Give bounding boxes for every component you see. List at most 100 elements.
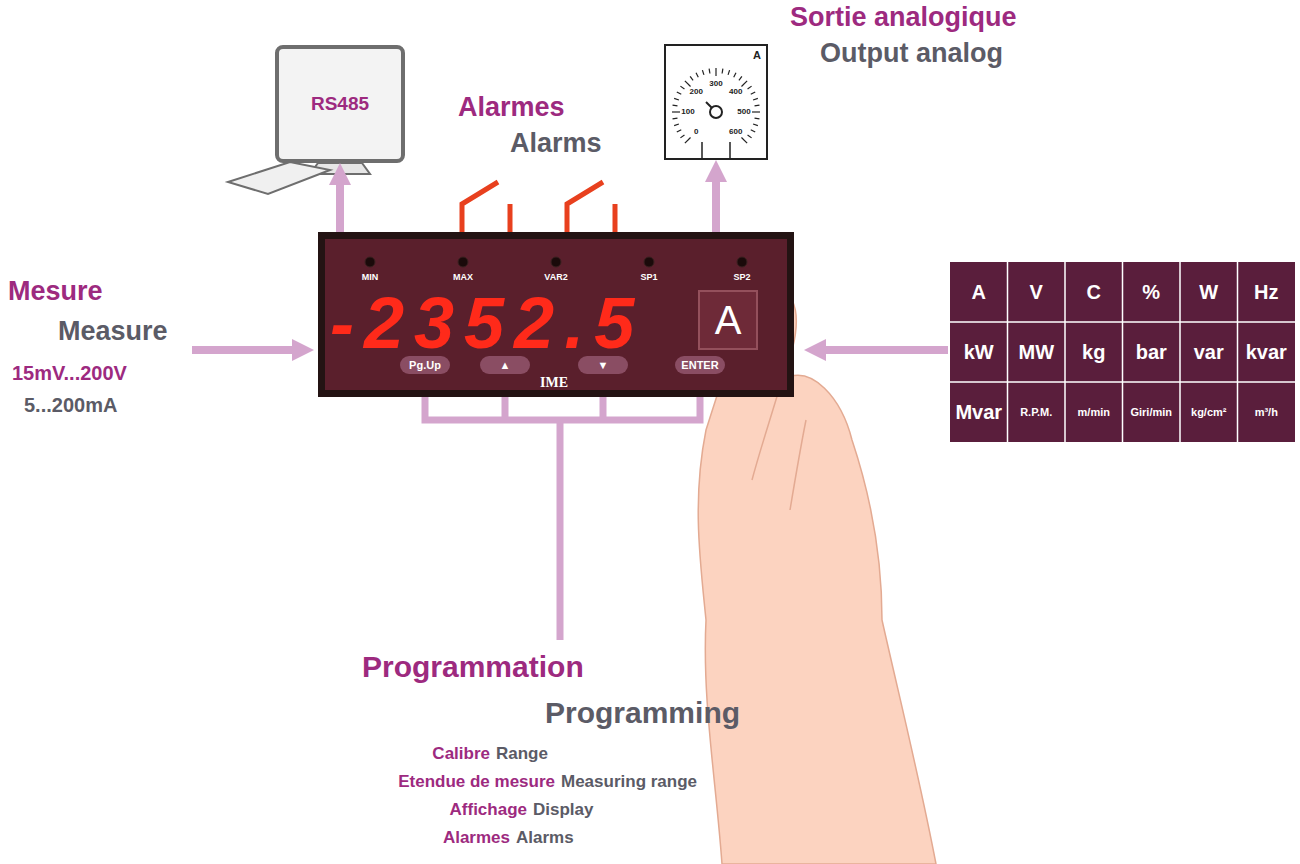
range-text: 15mV...200V <box>12 362 127 385</box>
heading-en: Programming <box>545 696 740 731</box>
table-cell: V <box>1030 281 1043 304</box>
gauge-tick <box>685 81 691 87</box>
gauge-tick <box>728 70 730 75</box>
node-text: ENTER <box>681 360 718 371</box>
unit-table-grid <box>950 262 1295 442</box>
key-button: ▲ <box>480 356 530 374</box>
table-cell: kvar <box>1246 341 1287 364</box>
hand-finger-line <box>752 380 806 510</box>
gauge-tick <box>673 105 678 107</box>
heading-en: Output analog <box>820 38 1003 69</box>
heading-fr: Programmation <box>362 650 584 685</box>
table-cell: C <box>1087 281 1101 304</box>
list-item-fr: Calibre <box>432 744 490 764</box>
gauge-tick <box>680 135 684 138</box>
list-item-en: Measuring range <box>561 772 697 792</box>
analog-gauge: A <box>664 44 768 160</box>
panel-meter: -2352.5IMEAPg.Up▲▼ENTER <box>318 232 794 397</box>
range-text: 5...200mA <box>24 394 117 417</box>
list-item-en: Alarms <box>516 828 574 848</box>
gauge-tick <box>690 76 693 80</box>
relay-contact <box>462 182 510 234</box>
list-item-fr: Etendue de mesure <box>398 772 555 792</box>
unit-window: A <box>698 290 758 350</box>
gauge-tick <box>673 118 678 120</box>
scale-number: 400 <box>729 88 742 97</box>
gauge-body-line <box>702 142 730 158</box>
gauge-tick <box>741 81 747 87</box>
node-text: ▼ <box>598 360 609 371</box>
gauge-tick <box>755 118 760 120</box>
led-label: MAX <box>453 272 473 282</box>
led-dot <box>458 257 468 267</box>
node-text: A <box>715 298 742 343</box>
gauge-tick <box>739 76 742 80</box>
led-label: VAR2 <box>544 272 567 282</box>
table-cell: W <box>1199 281 1218 304</box>
heading-fr: Mesure <box>8 276 103 307</box>
gauge-tick <box>672 111 680 112</box>
table-cell: m³/h <box>1255 406 1278 419</box>
scale-number: 600 <box>729 127 742 136</box>
led-dot <box>365 257 375 267</box>
table-cell: bar <box>1136 341 1167 364</box>
heading-fr: Alarmes <box>458 92 565 123</box>
node-text: RS485 <box>311 93 369 115</box>
output-arrow <box>336 185 344 232</box>
table-cell: A <box>972 281 986 304</box>
led-label: SP2 <box>733 272 750 282</box>
table-cell: Mvar <box>955 401 1002 424</box>
led-dot <box>737 257 747 267</box>
table-cell: kW <box>964 341 994 364</box>
gauge-tick <box>696 73 698 77</box>
output-arrow <box>712 182 720 232</box>
gauge-tick <box>685 137 691 143</box>
gauge-tick <box>753 124 758 126</box>
input-arrow <box>192 346 292 354</box>
gauge-tick <box>748 86 752 89</box>
list-item-en: Range <box>496 744 548 764</box>
key-button: Pg.Up <box>400 356 450 374</box>
key-button: ENTER <box>675 356 725 374</box>
heading-fr: Sortie analogique <box>790 2 1017 33</box>
gauge-tick <box>674 98 679 100</box>
gauge-tick <box>751 92 755 94</box>
heading-en: Alarms <box>510 128 602 159</box>
table-cell: % <box>1142 281 1160 304</box>
led-label: SP1 <box>640 272 657 282</box>
table-cell: kg/cm² <box>1191 406 1226 419</box>
scale-number: 500 <box>737 107 750 116</box>
brand-text: IME <box>540 375 568 391</box>
gauge-tick <box>677 92 681 94</box>
gauge-tick <box>674 124 679 126</box>
table-cell: m/min <box>1078 406 1110 419</box>
key-button: ▼ <box>578 356 628 374</box>
list-item-fr: Affichage <box>450 800 527 820</box>
gauge-tick <box>748 135 752 138</box>
table-cell: R.P.M. <box>1020 406 1052 419</box>
scale-number: 200 <box>690 88 703 97</box>
table-cell: Giri/min <box>1130 406 1172 419</box>
relay-contact <box>567 182 615 234</box>
table-cell: MW <box>1018 341 1054 364</box>
gauge-tick <box>752 111 760 112</box>
keyboard <box>228 162 330 194</box>
gauge-tick <box>741 137 747 143</box>
table-cell: kg <box>1082 341 1105 364</box>
table-cell: Hz <box>1254 281 1278 304</box>
gauge-tick <box>755 105 760 107</box>
gauge-pivot <box>710 106 722 118</box>
node-text: Pg.Up <box>409 360 441 371</box>
gauge-tick <box>751 130 755 132</box>
scale-number: 300 <box>709 79 722 88</box>
gauge-tick <box>715 68 716 76</box>
gauge-tick <box>680 86 684 89</box>
gauge-needle <box>706 102 716 112</box>
node-text: ▲ <box>500 360 511 371</box>
unit-table <box>950 262 1295 442</box>
